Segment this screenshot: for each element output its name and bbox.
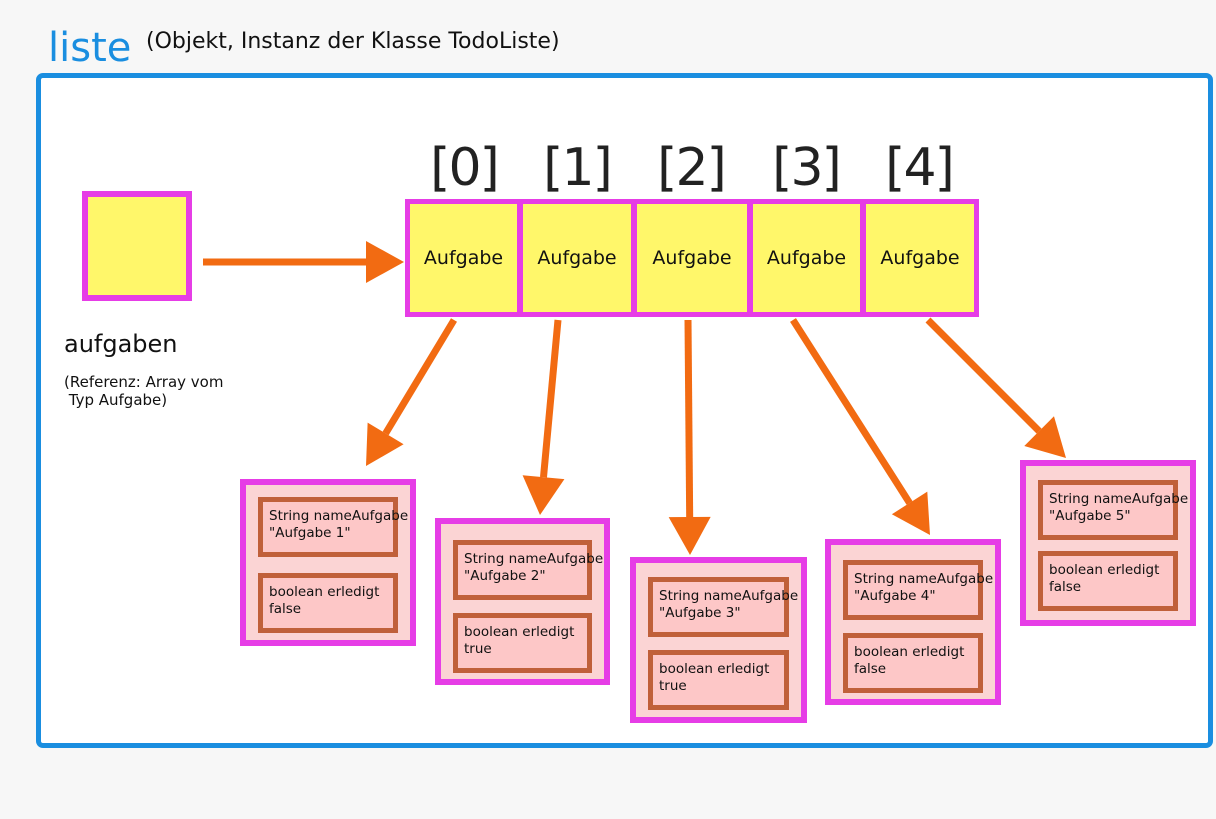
field-declaration: String nameAufgabe bbox=[269, 508, 409, 524]
done-field: boolean erledigt false bbox=[1038, 551, 1178, 611]
arrow-head bbox=[1024, 416, 1066, 458]
field-value: "Aufgabe 2" bbox=[464, 568, 546, 584]
name-field: String nameAufgabe "Aufgabe 5" bbox=[1038, 480, 1189, 540]
reference-description: (Referenz: Array vom Typ Aufgabe) bbox=[64, 373, 264, 409]
reference-description-line: (Referenz: Array vom bbox=[64, 373, 224, 391]
array-cell: Aufgabe bbox=[405, 199, 522, 317]
field-declaration: boolean erledigt bbox=[464, 624, 575, 640]
field-value: true bbox=[659, 678, 687, 694]
field-value: false bbox=[854, 661, 887, 677]
array-cell: Aufgabe bbox=[861, 199, 979, 317]
arrow-shaft bbox=[925, 317, 1042, 434]
array-index: [1] bbox=[543, 138, 613, 198]
field-declaration: boolean erledigt bbox=[854, 644, 965, 660]
array-cell: Aufgabe bbox=[632, 199, 752, 317]
field-declaration: String nameAufgabe bbox=[659, 588, 799, 604]
field-value: "Aufgabe 1" bbox=[269, 525, 351, 541]
done-field: boolean erledigt false bbox=[258, 573, 398, 633]
reference-description-line: Typ Aufgabe) bbox=[64, 391, 168, 409]
field-value: "Aufgabe 4" bbox=[854, 588, 936, 604]
done-field: boolean erledigt true bbox=[453, 613, 592, 673]
name-field: String nameAufgabe "Aufgabe 3" bbox=[648, 577, 799, 637]
name-field: String nameAufgabe "Aufgabe 1" bbox=[258, 497, 409, 557]
task-object: String nameAufgabe "Aufgabe 2" boolean e… bbox=[435, 518, 610, 685]
reference-box bbox=[82, 191, 192, 301]
field-value: false bbox=[269, 601, 302, 617]
array-index: [3] bbox=[772, 138, 842, 198]
array-index: [2] bbox=[657, 138, 727, 198]
array-index: [0] bbox=[430, 138, 500, 198]
task-object: String nameAufgabe "Aufgabe 1" boolean e… bbox=[240, 479, 416, 646]
arrow-shaft bbox=[382, 318, 457, 436]
name-field: String nameAufgabe "Aufgabe 4" bbox=[843, 560, 994, 620]
arrow-head bbox=[891, 491, 930, 535]
field-declaration: String nameAufgabe bbox=[464, 551, 604, 567]
reference-name: aufgaben bbox=[64, 330, 178, 358]
field-declaration: boolean erledigt bbox=[659, 661, 770, 677]
arrow-head bbox=[366, 422, 404, 466]
task-object: String nameAufgabe "Aufgabe 3" boolean e… bbox=[630, 557, 807, 723]
arrow-shaft bbox=[540, 319, 562, 478]
array-cell: Aufgabe bbox=[748, 199, 865, 317]
task-object: String nameAufgabe "Aufgabe 5" boolean e… bbox=[1020, 460, 1196, 626]
field-value: true bbox=[464, 641, 492, 657]
task-object: String nameAufgabe "Aufgabe 4" boolean e… bbox=[825, 539, 1001, 705]
field-declaration: boolean erledigt bbox=[269, 584, 380, 600]
arrow-shaft bbox=[790, 318, 913, 505]
field-value: "Aufgabe 3" bbox=[659, 605, 741, 621]
field-value: false bbox=[1049, 579, 1082, 595]
done-field: boolean erledigt true bbox=[648, 650, 789, 710]
done-field: boolean erledigt false bbox=[843, 633, 983, 693]
array-index: [4] bbox=[885, 138, 955, 198]
field-declaration: String nameAufgabe bbox=[854, 571, 994, 587]
field-value: "Aufgabe 5" bbox=[1049, 508, 1131, 524]
arrow-head bbox=[522, 475, 565, 515]
arrow-head bbox=[668, 516, 711, 555]
diagram-title: liste bbox=[48, 25, 132, 71]
arrow-head bbox=[366, 241, 404, 283]
arrow-group bbox=[203, 241, 1066, 555]
field-declaration: boolean erledigt bbox=[1049, 562, 1160, 578]
name-field: String nameAufgabe "Aufgabe 2" bbox=[453, 540, 604, 600]
diagram-subtitle: (Objekt, Instanz der Klasse TodoListe) bbox=[146, 29, 560, 54]
arrow-shaft bbox=[684, 319, 694, 518]
field-declaration: String nameAufgabe bbox=[1049, 491, 1189, 507]
array-cell: Aufgabe bbox=[518, 199, 636, 317]
